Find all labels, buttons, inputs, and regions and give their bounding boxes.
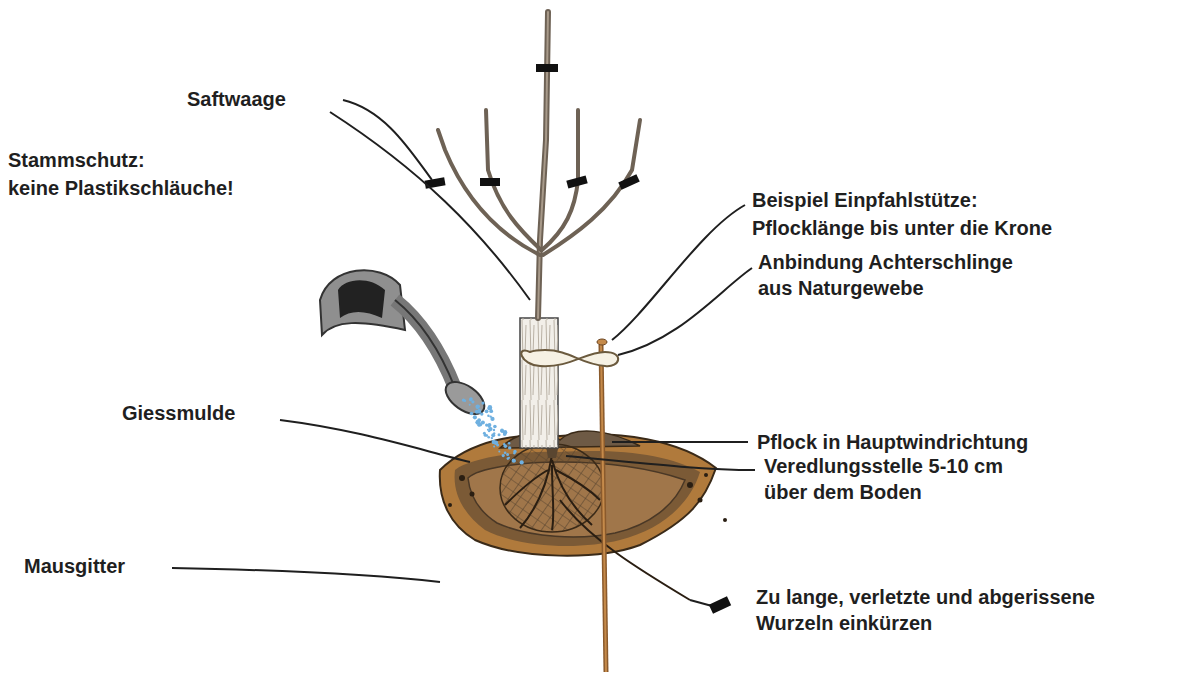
callout-label: Stammschutz: bbox=[8, 147, 145, 173]
callout-label: Giessmulde bbox=[122, 400, 235, 426]
trunk-protector bbox=[520, 318, 558, 448]
figure-eight-tie bbox=[521, 350, 618, 366]
root-ball bbox=[500, 440, 690, 600]
watering-can bbox=[320, 270, 490, 420]
callout-label: Pflocklänge bis unter die Krone bbox=[752, 215, 1052, 241]
water-spray bbox=[462, 397, 524, 464]
callout-label: Saftwaage bbox=[187, 86, 286, 112]
callout-label: Veredlungsstelle 5-10 cm über dem Boden bbox=[764, 453, 1042, 505]
leader-lines bbox=[172, 100, 755, 606]
callout-label: Pflock in Hauptwindrichtung bbox=[757, 429, 1028, 455]
sap-balance-bands bbox=[424, 64, 639, 190]
stake bbox=[597, 339, 607, 672]
ground bbox=[440, 431, 727, 556]
callout-label: Anbindung Achterschlinge aus Naturgewebe bbox=[758, 249, 1050, 301]
callout-label: keine Plastikschläuche! bbox=[8, 175, 234, 201]
callout-label: Beispiel Einpfahlstütze: bbox=[752, 187, 978, 213]
root-cut-marker bbox=[709, 596, 731, 614]
tree-crown bbox=[438, 12, 640, 318]
callout-label: Mausgitter bbox=[24, 553, 125, 579]
callout-label: Zu lange, verletzte und abgerissene Wurz… bbox=[756, 584, 1096, 636]
